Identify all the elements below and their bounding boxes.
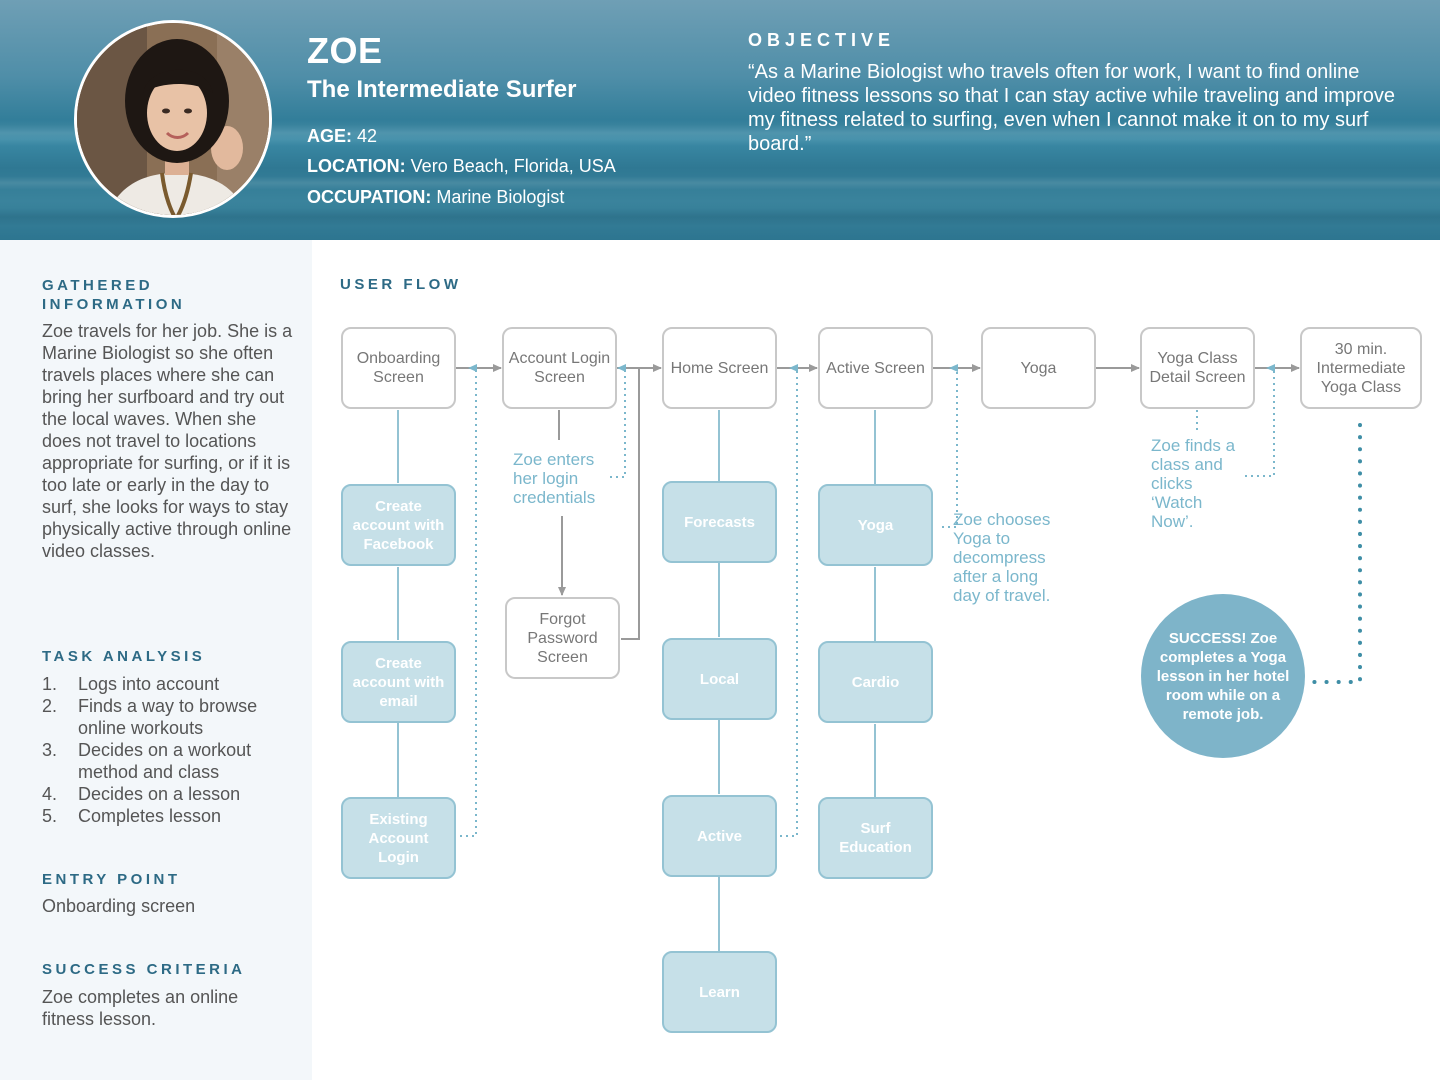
- forecasts-node: Forecasts: [662, 481, 777, 563]
- task-text: Decides on a workout method and class: [78, 740, 252, 782]
- list-item: 2. Finds a way to browse online workouts: [42, 695, 302, 739]
- location-value: Vero Beach, Florida, USA: [410, 156, 616, 176]
- task-text: Decides on a lesson: [78, 784, 241, 804]
- user-flow-heading: USER FLOW: [340, 276, 462, 293]
- age-label: AGE:: [307, 126, 352, 146]
- success-criteria-text: Zoe completes an online fitness lesson.: [42, 987, 239, 1029]
- task-number: 2.: [42, 696, 58, 716]
- persona-header: ZOE The Intermediate Surfer AGE: 42 LOCA…: [0, 0, 1440, 240]
- header-wave: [0, 176, 1440, 190]
- existing-login-node: Existing Account Login: [341, 797, 456, 879]
- learn-node: Learn: [662, 951, 777, 1033]
- sidebar: [0, 240, 312, 1080]
- class-detail-note: Zoe finds a class and clicks ‘Watch Now’…: [1151, 436, 1236, 531]
- yoga-choice-note: Zoe chooses Yoga to decompress after a l…: [953, 510, 1051, 605]
- yoga-detail-screen-node: Yoga Class Detail Screen: [1140, 327, 1255, 409]
- persona-name: ZOE: [307, 30, 383, 71]
- list-item: 3. Decides on a workout method and class: [42, 739, 302, 783]
- objective-heading: OBJECTIVE: [748, 30, 896, 50]
- facebook-signup-node: Create account with Facebook: [341, 484, 456, 566]
- task-number: 3.: [42, 740, 58, 760]
- entry-point-text: Onboarding screen: [42, 896, 196, 916]
- yoga-option-node: Yoga: [818, 484, 933, 566]
- task-text: Logs into account: [78, 674, 220, 694]
- active-option-node: Active: [662, 795, 777, 877]
- local-node: Local: [662, 638, 777, 720]
- yoga-screen-node: Yoga: [981, 327, 1096, 409]
- persona-location: LOCATION: Vero Beach, Florida, USA: [307, 156, 616, 177]
- task-number: 5.: [42, 806, 58, 826]
- persona-subtitle: The Intermediate Surfer: [307, 76, 577, 103]
- home-screen-node: Home Screen: [662, 327, 777, 409]
- cardio-node: Cardio: [818, 641, 933, 723]
- age-value: 42: [357, 126, 378, 146]
- list-item: 4. Decides on a lesson: [42, 783, 302, 805]
- task-number: 4.: [42, 784, 58, 804]
- success-criteria-heading: SUCCESS CRITERIA: [42, 961, 246, 978]
- task-text: Completes lesson: [78, 806, 222, 826]
- task-list: 1. Logs into account 2. Finds a way to bro…: [42, 673, 302, 827]
- forgot-password-screen-node: Forgot Password Screen: [505, 597, 620, 679]
- entry-point-heading: ENTRY POINT: [42, 871, 181, 888]
- yoga-class-screen-node: 30 min. Intermediate Yoga Class: [1300, 327, 1422, 409]
- gathered-info-heading: GATHERED INFORMATION: [42, 277, 186, 313]
- active-screen-node: Active Screen: [818, 327, 933, 409]
- task-number: 1.: [42, 674, 58, 694]
- gathered-info-text: Zoe travels for her job. She is a Marine…: [42, 321, 293, 561]
- persona-age: AGE: 42: [307, 126, 377, 147]
- login-note: Zoe enters her login credentials: [513, 450, 596, 507]
- success-circle: SUCCESS! Zoe completes a Yoga lesson in …: [1141, 594, 1305, 758]
- objective-text: “As a Marine Biologist who travels often…: [748, 61, 1395, 155]
- task-text: Finds a way to browse online workouts: [78, 696, 258, 738]
- occupation-label: OCCUPATION:: [307, 187, 432, 207]
- persona-occupation: OCCUPATION: Marine Biologist: [307, 187, 564, 208]
- onboarding-screen-node: Onboarding Screen: [341, 327, 456, 409]
- login-screen-node: Account Login Screen: [502, 327, 617, 409]
- occupation-value: Marine Biologist: [436, 187, 565, 207]
- task-analysis-heading: TASK ANALYSIS: [42, 648, 206, 665]
- location-label: LOCATION:: [307, 156, 406, 176]
- list-item: 1. Logs into account: [42, 673, 302, 695]
- surf-education-node: Surf Education: [818, 797, 933, 879]
- list-item: 5. Completes lesson: [42, 805, 302, 827]
- email-signup-node: Create account with email: [341, 641, 456, 723]
- header-wave: [0, 208, 1440, 226]
